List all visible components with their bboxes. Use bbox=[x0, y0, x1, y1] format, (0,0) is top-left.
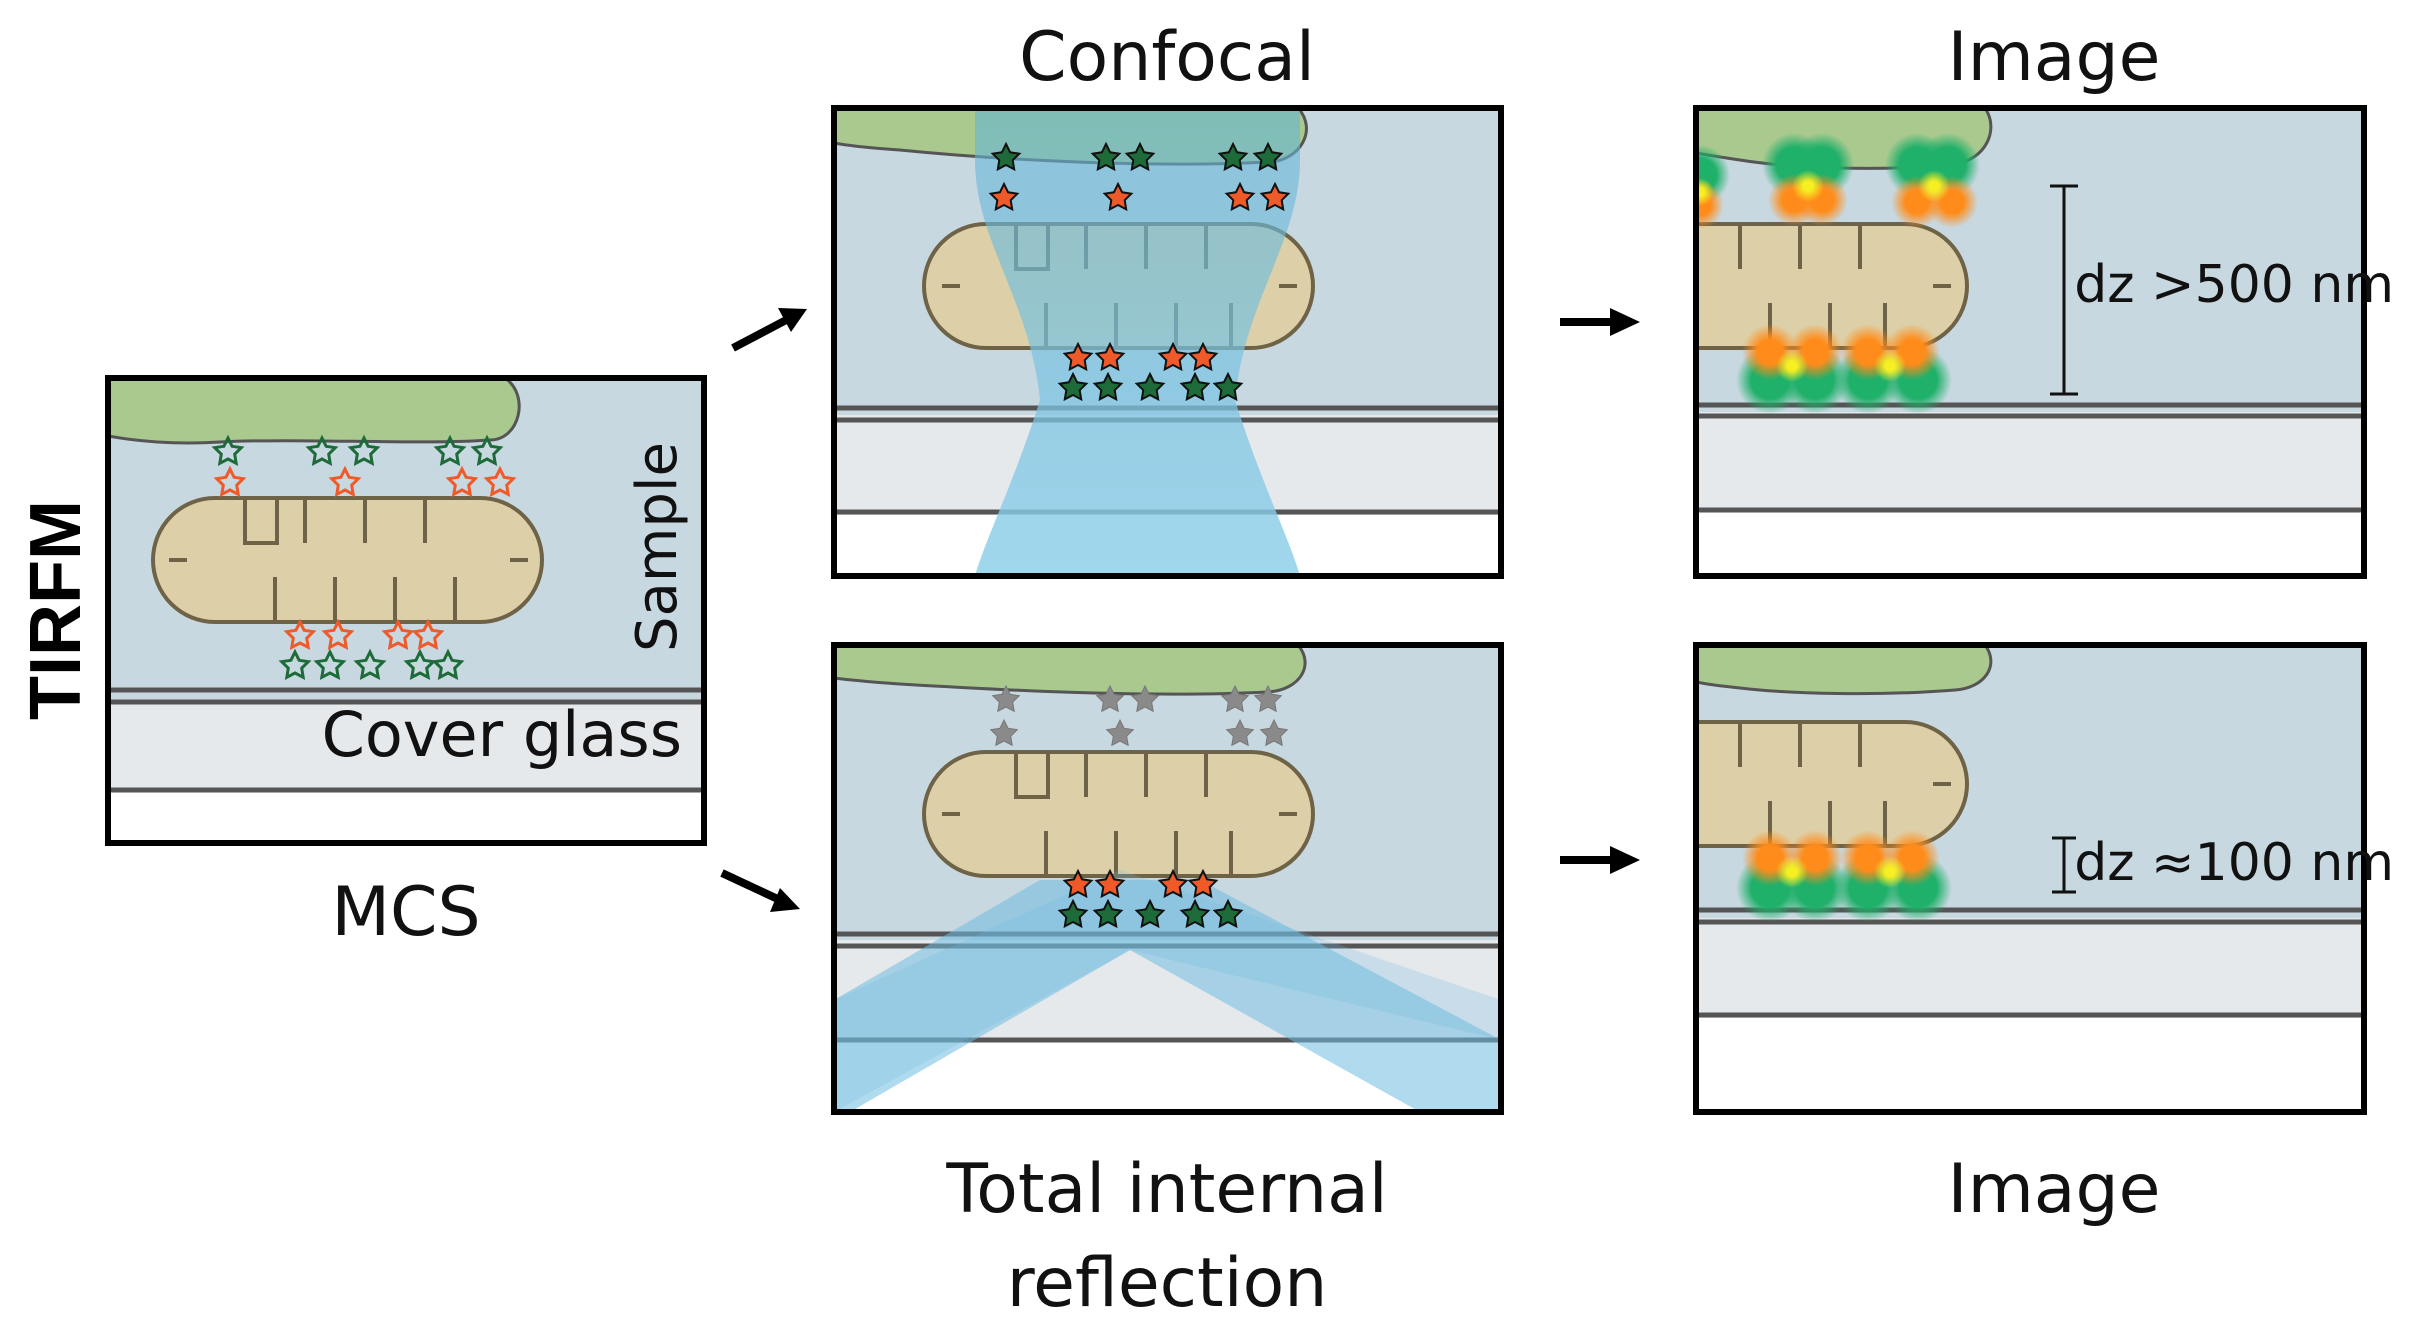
mcs-label: MCS bbox=[331, 873, 480, 952]
image-top-panel: dz >500 nm bbox=[1693, 105, 2394, 579]
tir-beam bbox=[834, 880, 1501, 1112]
tir-label-line1: Total internal bbox=[945, 1150, 1387, 1229]
blur-blobs-bottom bbox=[1736, 324, 1952, 414]
mcs-sample-panel: Sample Cover glass bbox=[105, 375, 707, 846]
mitochondrion bbox=[1696, 720, 1969, 848]
tir-panel bbox=[831, 642, 1504, 1115]
arrow-to-tir bbox=[720, 869, 800, 912]
sample-label: Sample bbox=[625, 442, 690, 652]
confocal-panel bbox=[831, 105, 1504, 579]
image-bottom-panel: dz ≈100 nm bbox=[1693, 642, 2394, 1115]
cell-shape bbox=[1696, 645, 1993, 696]
cover-glass-label: Cover glass bbox=[322, 698, 682, 771]
dz-top-label: dz >500 nm bbox=[2074, 255, 2394, 315]
technique-label: TIRFM bbox=[16, 500, 96, 720]
mitochondrion bbox=[922, 750, 1315, 878]
cell-shape bbox=[108, 378, 521, 445]
image-bottom-label: Image bbox=[1948, 1150, 2161, 1229]
confocal-label: Confocal bbox=[1019, 18, 1315, 97]
cell-shape bbox=[834, 645, 1307, 696]
dz-bottom-label: dz ≈100 nm bbox=[2074, 833, 2394, 893]
arrow-to-image-bottom bbox=[1560, 846, 1640, 874]
tir-label-line2: reflection bbox=[1007, 1244, 1328, 1323]
confocal-beam bbox=[975, 108, 1300, 576]
blur-blobs-bottom bbox=[1736, 830, 1952, 922]
mitochondrion bbox=[151, 496, 544, 624]
dz-bracket-top bbox=[2050, 184, 2078, 396]
blur-blobs-top bbox=[1696, 133, 1980, 229]
dz-bracket-bottom bbox=[2052, 836, 2076, 894]
image-top-label: Image bbox=[1948, 18, 2161, 97]
arrow-to-confocal bbox=[731, 308, 807, 352]
arrow-to-image-top bbox=[1560, 308, 1640, 336]
